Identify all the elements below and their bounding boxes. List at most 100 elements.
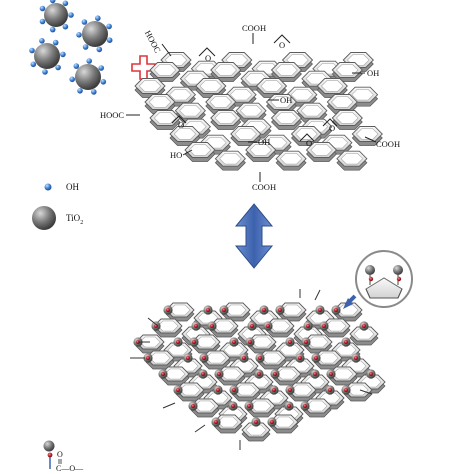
anchor-bond-dot [306, 324, 310, 328]
sheet-edge-stub [359, 389, 373, 395]
go-label-hooc-topleft: HOOC [143, 29, 163, 55]
anchor-bond-dot [248, 340, 252, 344]
anchor-bond-dot [257, 372, 261, 376]
hydroxyl-dot [76, 32, 82, 38]
anchor-bond-dot [329, 372, 333, 376]
legend: OH TiO2 [32, 182, 83, 230]
go-label-oh-center: OH [280, 95, 292, 105]
anchor-bond-dot [344, 388, 348, 392]
hydroxyl-dot [86, 58, 92, 64]
hybrid-hexagon [145, 350, 175, 370]
go-label-epoxy-3: O [178, 120, 184, 130]
anchor-bond-dot [272, 388, 276, 392]
go-label-cooh-right: COOH [376, 139, 400, 149]
anchor-bond-dot [270, 420, 274, 424]
hydroxyl-dot [62, 23, 69, 30]
go-label-ho-left: HO [170, 150, 182, 160]
hybrid-hexagon [246, 398, 276, 418]
go-hexagon [305, 142, 338, 162]
go-hexagon [270, 110, 303, 130]
anchor-bond-dot [222, 308, 226, 312]
anchor-bond-dot [362, 324, 366, 328]
go-label-hooc-left: HOOC [100, 110, 124, 120]
hydroxyl-dot [96, 46, 103, 53]
go-label-cooh-top: COOH [242, 23, 266, 33]
anchor-bond-dot [328, 388, 332, 392]
anchor-bond-dot [250, 324, 254, 328]
hydroxyl-dot [77, 88, 83, 94]
bond-legend: O C—O— [43, 440, 84, 473]
go-hexagon [134, 78, 166, 98]
hydroxyl-dot [60, 51, 66, 58]
hybrid-hexagon [328, 366, 358, 386]
hybrid-hexagon [191, 334, 221, 354]
anchor-bond-dot [146, 356, 150, 360]
magnifier-icon [343, 250, 413, 309]
tio2-particle [82, 21, 108, 47]
sheet-edge-stub [314, 289, 321, 301]
hydroxyl-dot [73, 63, 80, 69]
hydroxyl-dot [91, 89, 97, 95]
double-arrow-icon [234, 203, 274, 269]
hybrid-hexagon [343, 382, 373, 402]
go-hexagon [149, 110, 181, 130]
hydroxyl-dot [69, 76, 75, 83]
hydroxyl-dot [52, 39, 59, 46]
hydroxyl-dot [39, 18, 46, 25]
anchor-bond-dot [232, 388, 236, 392]
go-label-epoxy-1: O [205, 53, 211, 63]
anchor-bond-dot [344, 340, 348, 344]
bond-carbonyl-o: O [57, 450, 63, 459]
go-hexagon [205, 94, 237, 114]
anchor-bond-dot [298, 356, 302, 360]
go-hexagon [184, 142, 216, 162]
hybrid-hexagon [216, 366, 246, 386]
hydroxyl-dot [39, 5, 46, 12]
hydroxyl-dot [49, 26, 56, 33]
hybrid-hexagon [190, 398, 220, 418]
go-label-epoxy-5: O [329, 123, 335, 133]
sheet-edge-stub [162, 402, 176, 409]
hydroxyl-dot [39, 38, 45, 44]
hybrid-hexagon [201, 350, 231, 370]
anchor-bond-dot [217, 372, 221, 376]
anchor-bond-dot [313, 372, 317, 376]
anchor-bond-dot [202, 356, 206, 360]
anchor-bond-dot [322, 324, 326, 328]
anchor-bond-dot [210, 324, 214, 328]
go-hexagon [275, 150, 307, 171]
hybrid-hexagon [313, 350, 343, 370]
hybrid-hexagon [231, 382, 261, 402]
go-hexagon [296, 102, 328, 123]
hybrid-hexagon [269, 414, 299, 434]
anchor-bond-dot [354, 356, 358, 360]
go-hexagon [245, 142, 277, 162]
hydroxyl-dot [82, 44, 89, 50]
go-functional-groups: COOH HOOC OH HOOC OH OH HO COOH COOH O O… [100, 23, 400, 192]
anchor-bond-dot [194, 324, 198, 328]
bond-tio2-icon [43, 440, 55, 452]
go-label-cooh-bottom: COOH [252, 182, 276, 192]
hybrid-hexagon [287, 382, 317, 402]
anchor-bond-dot [214, 420, 218, 424]
anchor-bond-dot [266, 324, 270, 328]
anchor-bond-dot [318, 308, 322, 312]
hydroxyl-dot [49, 0, 56, 4]
anchor-bond-dot [254, 420, 258, 424]
anchor-bond-dot [231, 404, 235, 408]
hydroxyl-dot [98, 65, 104, 71]
anchor-bond-dot [206, 308, 210, 312]
go-hexagon [149, 62, 181, 82]
sheet-edge-stub [194, 424, 206, 433]
go-label-epoxy-4: O [306, 138, 312, 148]
go-hexagon [210, 62, 242, 82]
hybrid-hexagon [160, 366, 190, 386]
go-label-oh-mid: OH [258, 137, 270, 147]
tio2-particle [75, 64, 101, 90]
hydroxyl-dot [42, 69, 48, 75]
anchor-bond-dot [369, 372, 373, 376]
go-hexagon [144, 94, 176, 114]
hybrid-hexagon [303, 334, 333, 354]
anchor-bond-dot [304, 340, 308, 344]
